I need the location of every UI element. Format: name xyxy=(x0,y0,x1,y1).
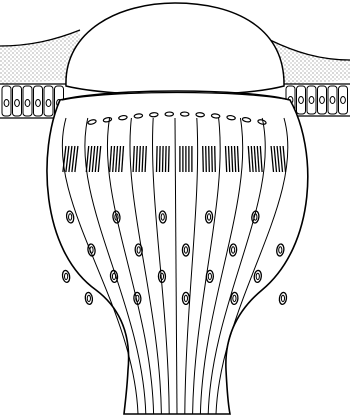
epithelial-cell xyxy=(13,86,22,116)
epithelial-cell xyxy=(318,86,327,114)
epithelial-cell xyxy=(34,86,43,116)
epithelial-cell xyxy=(23,86,32,116)
nucleus-outline xyxy=(85,292,94,305)
hair-stroke xyxy=(163,146,164,172)
hair-stroke xyxy=(166,146,167,172)
epithelial-cell xyxy=(44,86,53,116)
cupula-dome xyxy=(66,3,284,95)
epithelial-cell xyxy=(2,86,11,116)
receptor-bulb-outline xyxy=(47,91,308,414)
hair-stroke xyxy=(215,146,216,172)
nucleus-outline xyxy=(62,270,71,283)
epithelial-cell xyxy=(339,86,348,114)
nucleus-core xyxy=(281,295,284,301)
epithelial-cell xyxy=(328,86,337,114)
nucleus-core xyxy=(65,273,68,279)
hair-stroke xyxy=(160,146,161,172)
hair-stroke xyxy=(212,146,213,172)
hair-stroke xyxy=(206,146,207,172)
hair-stroke xyxy=(203,146,204,172)
nucleus-core xyxy=(87,295,90,301)
epithelial-cell xyxy=(297,86,306,114)
hair-stroke xyxy=(209,146,210,172)
nucleus-outline xyxy=(279,292,288,305)
hair-stroke xyxy=(157,146,158,172)
epithelial-cell xyxy=(307,86,316,114)
hair-stroke xyxy=(169,146,170,172)
